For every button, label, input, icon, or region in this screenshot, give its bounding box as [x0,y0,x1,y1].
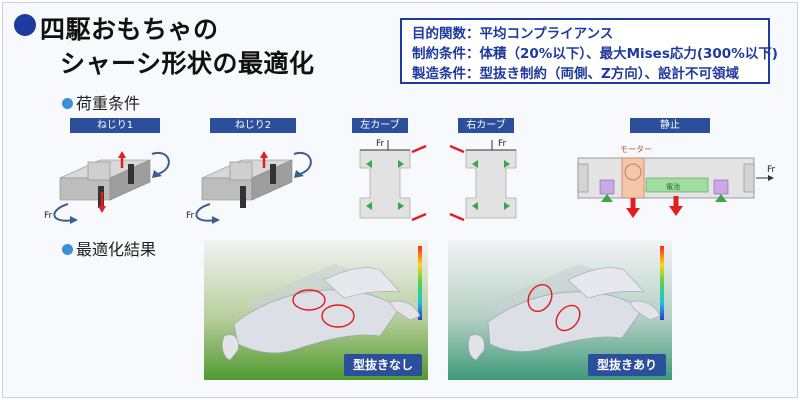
force-label: Fr [376,139,385,149]
result-heading: 最適化結果 [62,236,156,260]
load-conditions-heading: 荷重条件 [62,90,140,114]
battery-label: 電池 [666,182,680,191]
static-diagram: モーター 電池 Fr [577,145,776,218]
conditions-box: 目的関数：平均コンプライアンス 制約条件：体積（20%以下）、最大Mises応力… [400,18,778,84]
case-label-twist1: ねじり1 [70,118,160,133]
objective-line: 目的関数：平均コンプライアンス [412,26,614,42]
twist2-diagram: Fr [186,151,312,224]
title-bullet-icon [14,14,36,36]
case-label-static: 静止 [630,118,710,133]
result-badge-with-draft: 型抜きあり [588,354,666,376]
section-bullet-icon [62,244,73,255]
twist1-diagram: Fr [44,151,170,224]
case-label-right-curve: 右カーブ [458,118,514,133]
result-render [448,240,672,380]
title-line-2: シャーシ形状の最適化 [60,49,315,78]
section-bullet-icon [62,98,73,109]
title-line-1: 四駆おもちゃの [40,15,219,44]
result-render [204,240,428,380]
right-curve-diagram: Fr [449,139,517,222]
force-label: Fr [498,139,507,149]
left-curve-diagram: Fr [359,139,427,222]
force-label: Fr [186,211,195,221]
result-without-draft: 型抜きなし [204,240,428,380]
constraint-line: 制約条件：体積（20%以下）、最大Mises応力(300%以下) [412,46,778,62]
manufacturing-line: 製造条件：型抜き制約（両側、Z方向）、設計不可領域 [412,66,740,82]
motor-label: モーター [620,145,652,154]
force-label: Fr [44,211,53,221]
force-label: Fr [767,165,776,175]
case-label-twist2: ねじり2 [210,118,296,133]
case-label-left-curve: 左カーブ [352,118,408,133]
result-with-draft: 型抜きあり [448,240,672,380]
result-badge-no-draft: 型抜きなし [344,354,422,376]
